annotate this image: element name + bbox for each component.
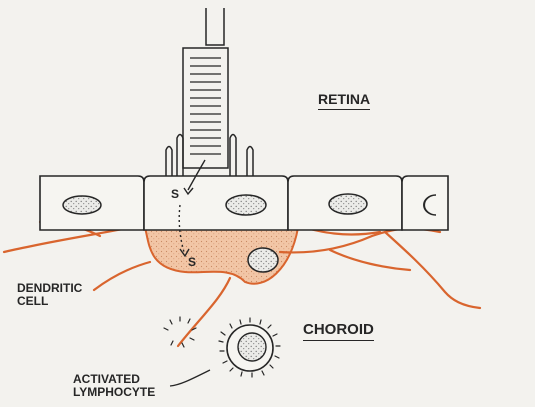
microvilli	[166, 135, 253, 177]
s-label-bottom: S	[188, 256, 196, 269]
photoreceptor	[183, 8, 228, 168]
dendritic-cell-label: DENDRITIC CELL	[17, 282, 82, 307]
lymphocyte-label-line1: ACTIVATED	[73, 373, 155, 386]
retina-label: RETINA	[318, 92, 370, 107]
s-label-top: S	[171, 188, 179, 201]
choroid-label-text: CHOROID	[303, 321, 374, 341]
photoreceptor-discs	[190, 58, 221, 154]
lymphocyte-label: ACTIVATED LYMPHOCYTE	[73, 373, 155, 398]
dendritic-cell-label-line2: CELL	[17, 295, 82, 308]
retina-label-text: RETINA	[318, 91, 370, 110]
activated-lymphocyte	[170, 318, 280, 386]
choroid-label: CHOROID	[303, 322, 374, 338]
lymphocyte-label-line2: LYMPHOCYTE	[73, 386, 155, 399]
dendritic-cell-label-line1: DENDRITIC	[17, 282, 82, 295]
